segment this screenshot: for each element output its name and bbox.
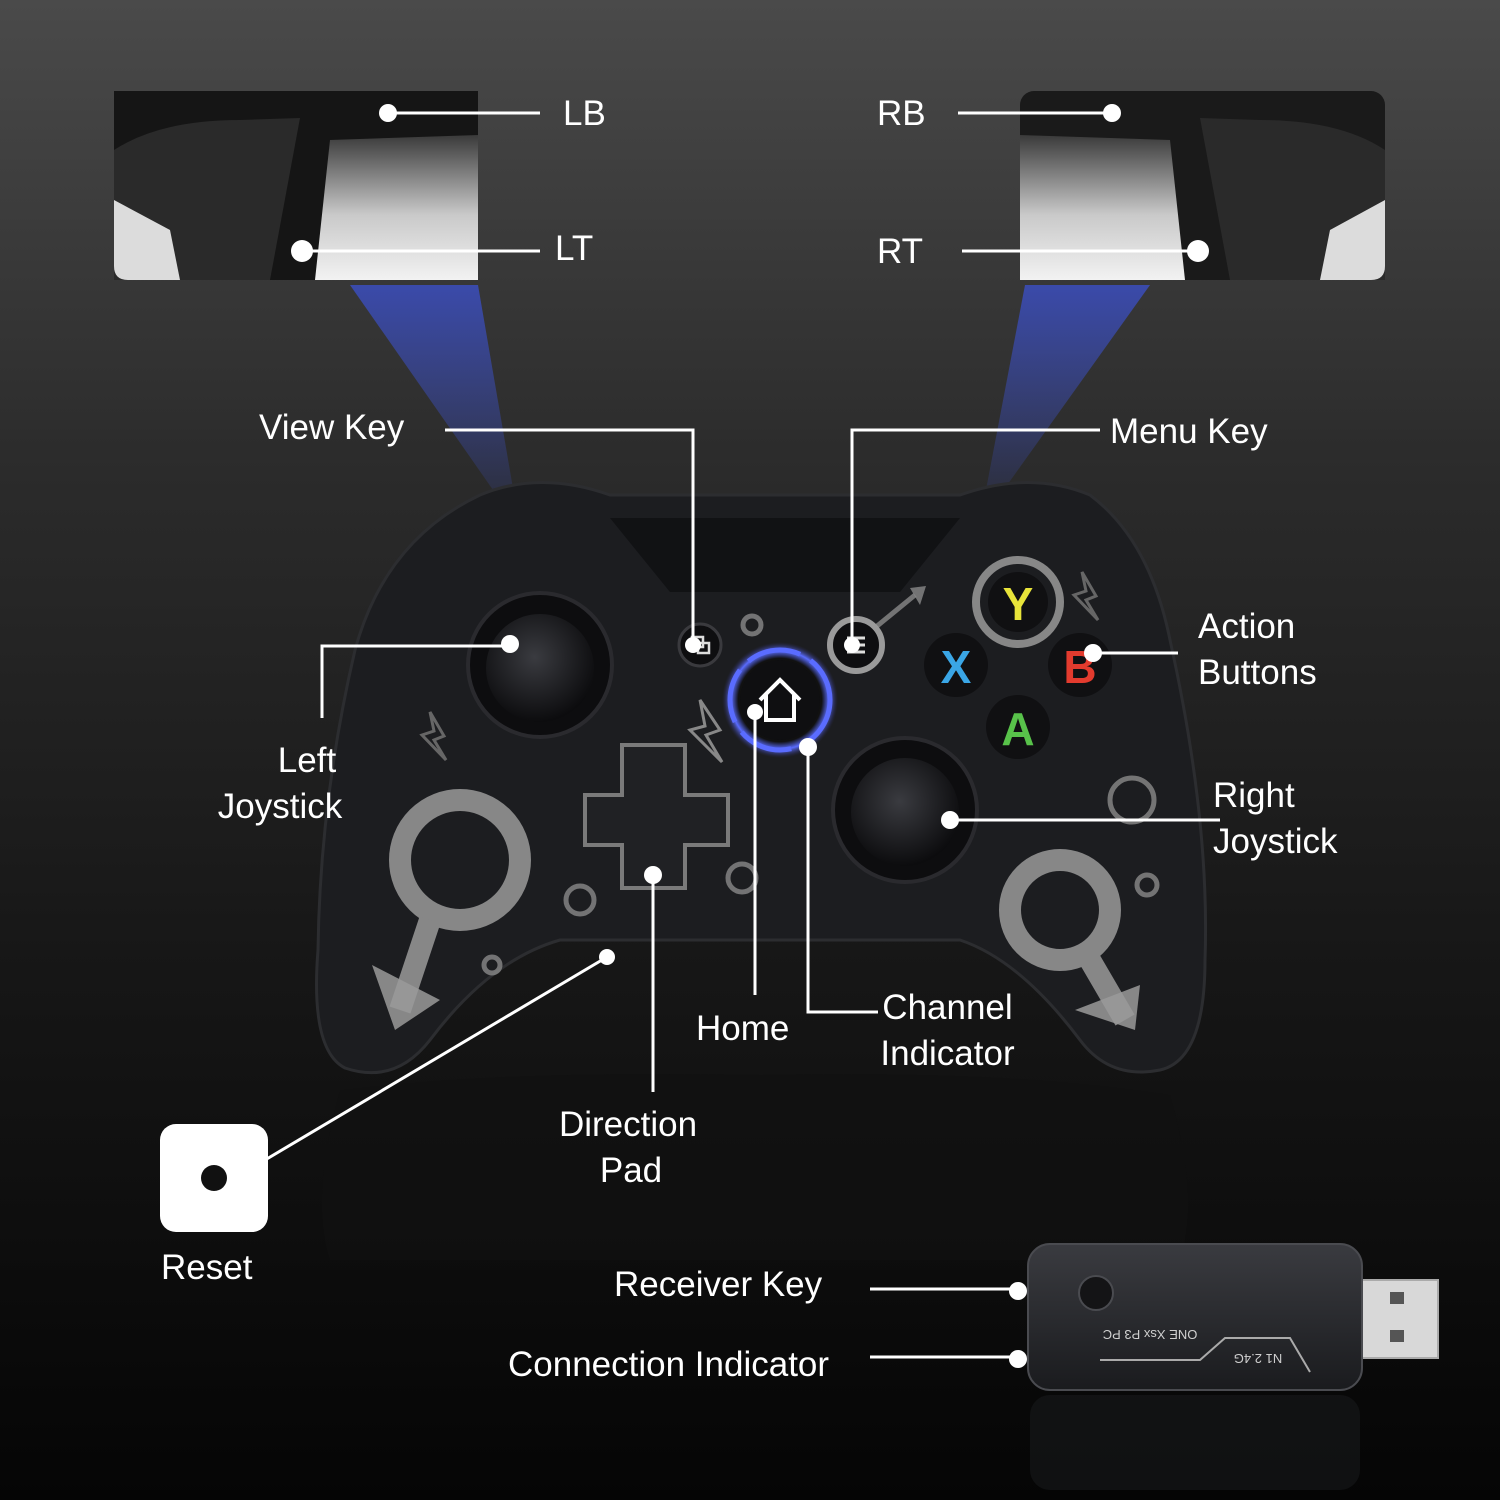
right-trigger-beam bbox=[985, 285, 1150, 495]
label-lb: LB bbox=[563, 94, 606, 133]
y-button[interactable]: Y bbox=[972, 556, 1064, 648]
reset-button[interactable] bbox=[160, 1124, 268, 1232]
label-channel-indicator-line2: Indicator bbox=[880, 1034, 1015, 1073]
label-right-joystick-line2: Joystick bbox=[1213, 822, 1338, 861]
label-right-joystick-line1: Right bbox=[1213, 776, 1295, 815]
x-button[interactable]: X bbox=[924, 633, 988, 697]
lightning-icon bbox=[687, 699, 724, 764]
label-left-joystick-line1: Left bbox=[277, 741, 337, 780]
label-direction-pad-line1: Direction bbox=[558, 1105, 698, 1144]
receiver-print-line1: ONE Xsx P3 PC bbox=[1103, 1327, 1198, 1342]
label-rb: RB bbox=[877, 94, 926, 133]
usb-receiver: ONE Xsx P3 PC N1 2.4G bbox=[1027, 1243, 1439, 1490]
label-reset: Reset bbox=[161, 1248, 253, 1287]
x-button-letter: X bbox=[941, 641, 972, 693]
label-direction-pad-line2: Pad bbox=[599, 1151, 663, 1190]
right-trigger-inset bbox=[1020, 91, 1385, 280]
label-left-joystick-line2: Joystick bbox=[217, 787, 343, 826]
label-view-key: View Key bbox=[259, 408, 405, 447]
right-joystick[interactable] bbox=[831, 736, 979, 884]
y-button-letter: Y bbox=[1003, 578, 1034, 630]
home-icon bbox=[758, 677, 802, 722]
label-receiver-key: Receiver Key bbox=[614, 1265, 823, 1304]
controller-body bbox=[315, 481, 1208, 1075]
receiver-print-line2: N1 2.4G bbox=[1234, 1351, 1282, 1366]
a-button[interactable]: A bbox=[986, 695, 1050, 759]
left-trigger-beam bbox=[350, 285, 515, 500]
label-channel-indicator-line1: Channel bbox=[882, 988, 1013, 1027]
label-rt: RT bbox=[877, 232, 924, 271]
label-menu-key: Menu Key bbox=[1110, 412, 1268, 451]
a-button-letter: A bbox=[1001, 703, 1034, 755]
reset-hole-icon bbox=[201, 1165, 227, 1191]
home-button[interactable] bbox=[722, 642, 838, 758]
label-action-buttons-line1: Action bbox=[1198, 607, 1296, 646]
left-joystick[interactable] bbox=[466, 591, 614, 739]
label-connection-indicator: Connection Indicator bbox=[508, 1345, 830, 1384]
leader-lines bbox=[259, 104, 1220, 1368]
direction-pad[interactable] bbox=[583, 743, 730, 890]
label-lt: LT bbox=[555, 229, 594, 268]
controller-reflection bbox=[322, 1074, 1188, 1260]
label-home: Home bbox=[696, 1009, 790, 1048]
label-action-buttons-line2: Buttons bbox=[1198, 653, 1317, 692]
b-button[interactable]: B bbox=[1048, 633, 1112, 697]
left-trigger-inset bbox=[114, 91, 478, 280]
receiver-key-button[interactable] bbox=[1078, 1275, 1114, 1311]
